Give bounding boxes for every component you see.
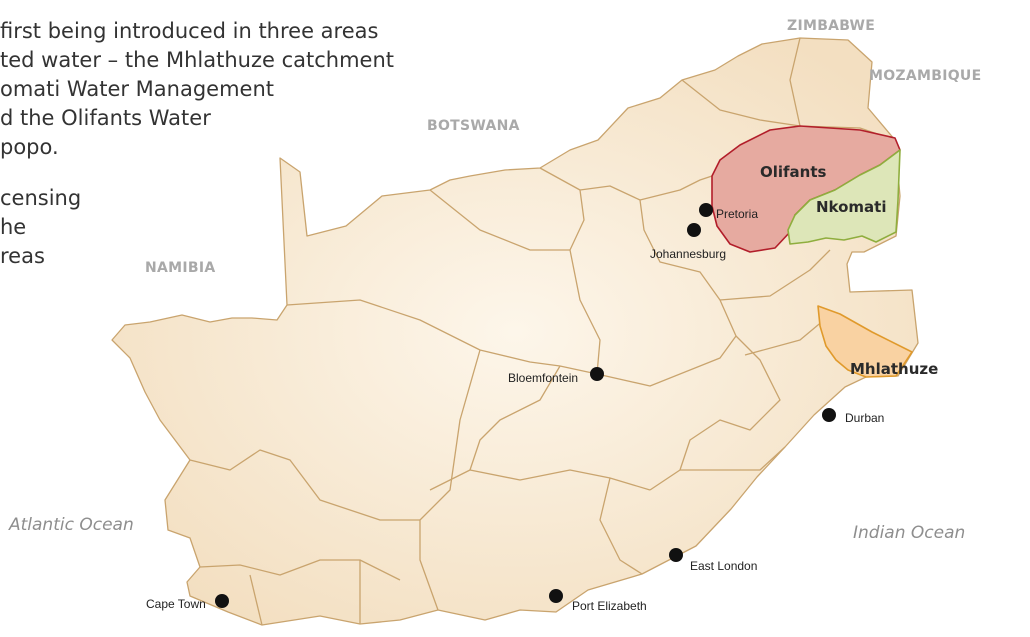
city-marker-bloemfontein xyxy=(590,367,604,381)
region-border xyxy=(189,449,420,521)
label-zimbabwe: ZIMBABWE xyxy=(787,18,875,34)
label-mozambique: MOZAMBIQUE xyxy=(869,68,981,84)
city-marker-port-elizabeth xyxy=(549,589,563,603)
intro-line: censing xyxy=(0,186,82,210)
intro-line: he xyxy=(0,215,27,239)
label-mhlathuze: Mhlathuze xyxy=(850,360,938,378)
label-bloemfontein: Bloemfontein xyxy=(508,371,578,385)
region-border xyxy=(680,446,786,471)
label-pretoria: Pretoria xyxy=(716,207,758,221)
region-border xyxy=(681,79,896,141)
label-port-elizabeth: Port Elizabeth xyxy=(572,599,647,613)
intro-line: popo. xyxy=(0,135,59,159)
label-indian-ocean: Indian Ocean xyxy=(853,523,965,543)
intro-line: ted water – the Mhlathuze catchment xyxy=(0,48,395,72)
region-border xyxy=(419,349,481,611)
intro-line: reas xyxy=(0,244,45,268)
label-east-london: East London xyxy=(690,559,757,573)
intro-line: omati Water Management xyxy=(0,77,275,101)
label-johannesburg: Johannesburg xyxy=(650,247,726,261)
intro-text: first being introduced in three areas te… xyxy=(0,0,520,300)
intro-line: d the Olifants Water xyxy=(0,106,211,130)
region-border xyxy=(649,335,781,491)
region-border xyxy=(569,185,641,375)
label-cape-town: Cape Town xyxy=(146,597,206,611)
city-marker-cape-town xyxy=(215,594,229,608)
intro-line: first being introduced in three areas xyxy=(0,19,379,43)
region-border xyxy=(199,559,401,581)
mhlathuze-area xyxy=(817,305,913,378)
city-marker-east-london xyxy=(669,548,683,562)
region-border xyxy=(469,365,561,471)
region-border xyxy=(429,189,570,251)
city-marker-pretoria xyxy=(699,203,713,217)
region-border xyxy=(539,167,581,191)
region-border xyxy=(249,574,263,626)
region-border xyxy=(789,37,801,127)
region-border xyxy=(719,249,831,301)
label-durban: Durban xyxy=(845,411,884,425)
label-atlantic-ocean: Atlantic Ocean xyxy=(8,515,134,535)
region-border xyxy=(599,477,643,575)
label-olifants: Olifants xyxy=(760,163,827,181)
label-botswana: BOTSWANA xyxy=(427,118,520,134)
label-namibia: NAMIBIA xyxy=(145,260,216,276)
city-marker-johannesburg xyxy=(687,223,701,237)
region-border xyxy=(429,469,651,491)
label-nkomati: Nkomati xyxy=(816,198,887,216)
city-marker-durban xyxy=(822,408,836,422)
nkomati-area xyxy=(787,149,901,245)
region-border xyxy=(639,175,713,201)
